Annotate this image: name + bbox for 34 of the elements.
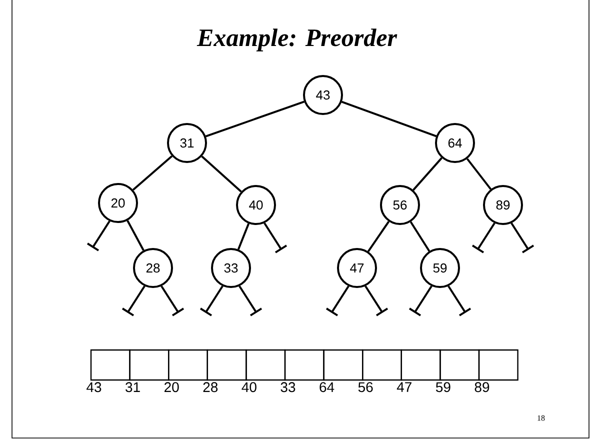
tree-node: 20	[98, 183, 138, 223]
array-value: 20	[164, 382, 179, 392]
tree-node: 28	[133, 248, 173, 288]
tree-edge	[410, 221, 430, 252]
tree-edge	[206, 100, 304, 138]
array-value: 64	[320, 382, 334, 392]
tree-edge	[466, 158, 492, 190]
tree-node: 59	[420, 248, 460, 288]
tree-node: 56	[380, 185, 420, 225]
tree-edge	[367, 220, 390, 252]
array-value: 43	[86, 382, 102, 392]
array-value: 33	[280, 382, 296, 392]
title: Example: Preorder	[196, 28, 398, 52]
tree-node: 47	[337, 248, 377, 288]
array-value: 47	[396, 382, 412, 392]
array-value: 89	[474, 382, 490, 392]
array-value: 31	[126, 382, 140, 392]
tree-node: 40	[236, 185, 276, 225]
array-value: 40	[242, 382, 256, 392]
page-number: 18	[538, 415, 545, 421]
tree-edge	[341, 100, 437, 138]
tree-node: 31	[167, 123, 207, 163]
array-value: 28	[203, 382, 218, 392]
tree-node: 33	[211, 248, 251, 288]
array-value: 59	[436, 382, 450, 392]
tree-node: 89	[483, 185, 523, 225]
tree-node: 64	[435, 123, 475, 163]
tree-node: 43	[303, 75, 343, 115]
tree-edge	[126, 220, 144, 251]
tree-edge	[412, 157, 442, 191]
tree-edge	[201, 156, 242, 192]
tree-edge	[132, 155, 173, 191]
array-value: 56	[358, 382, 373, 392]
tree-edge	[237, 223, 250, 250]
